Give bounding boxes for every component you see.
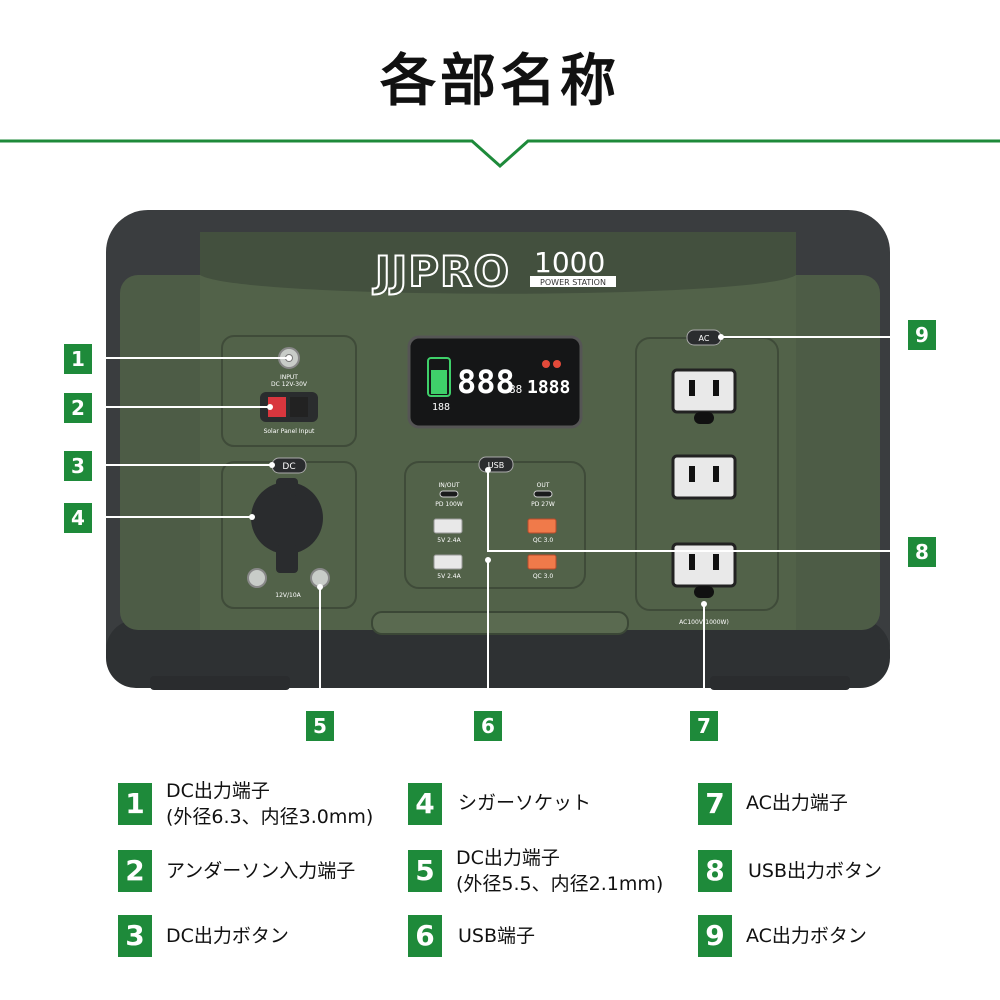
legend-label-5: DC出力端子(外径5.5、内径2.1mm) (456, 847, 664, 895)
legend-number-6: 6 (408, 915, 442, 957)
legend-number-3: 3 (118, 915, 152, 957)
svg-text:IN/OUT: IN/OUT (438, 482, 459, 489)
svg-text:88: 88 (509, 383, 522, 396)
marker-1: 1 (64, 344, 92, 374)
dc-output-port-a (247, 568, 267, 588)
legend-number-2: 2 (118, 850, 152, 892)
lcd-display (407, 335, 583, 429)
ac-outlet-3 (671, 542, 737, 598)
svg-text:888: 888 (457, 363, 515, 401)
marker-3: 3 (64, 451, 92, 481)
svg-text:Solar Panel Input: Solar Panel Input (264, 428, 315, 435)
marker-5: 5 (306, 711, 334, 741)
svg-text:PD 27W: PD 27W (531, 501, 555, 508)
power-station-illustration: JJPRO 1000 POWER STATION INPUT DC 12V-30… (106, 210, 890, 690)
marker-7: 7 (690, 711, 718, 741)
legend-label-1: DC出力端子(外径6.3、内径3.0mm) (166, 780, 374, 828)
legend-number-1: 1 (118, 783, 152, 825)
svg-text:1888: 1888 (527, 377, 570, 398)
legend-label-8: USB出力ボタン (748, 860, 883, 882)
cigarette-socket (251, 482, 323, 554)
legend-number-4: 4 (408, 783, 442, 825)
model-subtitle: POWER STATION (540, 278, 606, 287)
marker-2: 2 (64, 393, 92, 423)
svg-text:5V 2.4A: 5V 2.4A (437, 573, 461, 580)
legend-number-5: 5 (408, 850, 442, 892)
svg-text:5V 2.4A: 5V 2.4A (437, 537, 461, 544)
legend-label-2: アンダーソン入力端子 (166, 860, 356, 882)
model-number: 1000 (534, 246, 605, 279)
legend-label-9: AC出力ボタン (746, 925, 867, 947)
legend-label-3: DC出力ボタン (166, 925, 289, 947)
ac-outlet-1 (671, 368, 737, 424)
marker-6: 6 (474, 711, 502, 741)
marker-8: 8 (908, 537, 936, 567)
svg-text:12V/10A: 12V/10A (275, 592, 301, 599)
page-title: 各部名称 (380, 49, 620, 114)
legend-number-8: 8 (698, 850, 732, 892)
svg-text:DC 12V-30V: DC 12V-30V (271, 381, 308, 388)
svg-text:DC: DC (282, 462, 295, 472)
svg-text:PD 100W: PD 100W (435, 501, 463, 508)
header-divider (0, 139, 1000, 169)
legend-number-7: 7 (698, 783, 732, 825)
svg-text:QC 3.0: QC 3.0 (533, 537, 554, 544)
marker-4: 4 (64, 503, 92, 533)
svg-text:USB: USB (488, 461, 504, 470)
marker-9: 9 (908, 320, 936, 350)
ac-outlet-2 (671, 454, 737, 500)
legend-label-6: USB端子 (458, 925, 536, 947)
legend-label-7: AC出力端子 (746, 792, 848, 814)
svg-text:INPUT: INPUT (280, 374, 298, 381)
svg-text:OUT: OUT (537, 482, 550, 489)
svg-text:QC 3.0: QC 3.0 (533, 573, 554, 580)
brand-logo: JJPRO (372, 247, 510, 296)
svg-text:AC: AC (699, 334, 710, 343)
legend-label-4: シガーソケット (458, 792, 592, 814)
svg-text:188: 188 (432, 402, 450, 413)
legend-number-9: 9 (698, 915, 732, 957)
